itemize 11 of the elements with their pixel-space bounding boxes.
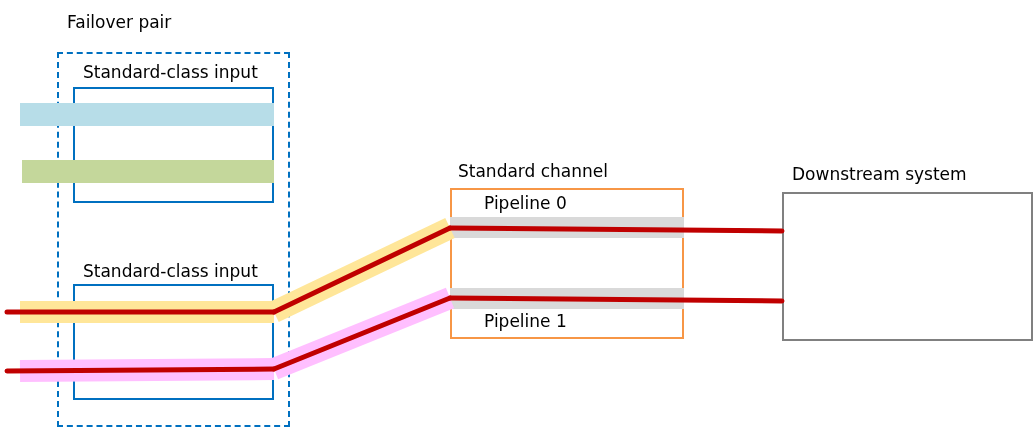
box-title: Pipeline 1 [484, 311, 567, 331]
box-title: Standard-class input [83, 62, 258, 82]
box-title: Pipeline 0 [484, 193, 567, 213]
box-title: Failover pair [67, 12, 172, 32]
box-title: Standard channel [458, 161, 608, 181]
stream-band [20, 103, 274, 126]
stream-line [447, 295, 785, 304]
box-title: Downstream system [792, 164, 967, 184]
stream-line [447, 225, 785, 234]
box-title: Standard-class input [83, 261, 258, 281]
stream-band [22, 160, 274, 183]
